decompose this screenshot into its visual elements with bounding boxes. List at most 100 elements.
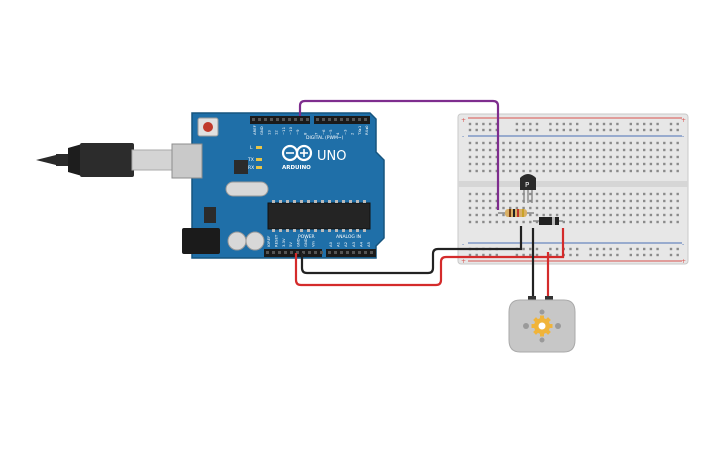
breadboard-hole (656, 253, 659, 257)
analog-pin-label: A5 (366, 241, 371, 247)
header-hole (334, 118, 337, 121)
breadboard-hole (663, 199, 666, 203)
breadboard-hole (576, 213, 579, 217)
breadboard-hole (622, 213, 626, 217)
breadboard-hole (535, 213, 539, 217)
breadboard-hole (656, 206, 659, 210)
breadboard-hole (468, 220, 472, 224)
breadboard-hole (482, 206, 485, 210)
breadboard-hole (589, 122, 592, 126)
breadboard-hole (535, 247, 539, 251)
breadboard-hole (495, 155, 498, 159)
mcu-pin (349, 229, 352, 232)
header-hole (346, 251, 349, 254)
header-hole (300, 118, 303, 121)
breadboard[interactable]: + + - - - - + + (457, 113, 689, 265)
wire-red-5v[interactable] (294, 228, 565, 287)
brand-label: ARDUINO (282, 165, 311, 171)
breadboard-hole (549, 155, 552, 159)
breadboard-hole (609, 213, 612, 217)
mcu-pin (342, 229, 345, 232)
breadboard-hole (616, 169, 619, 173)
mcu-pin (279, 229, 282, 232)
mcu-pin (335, 200, 338, 203)
breadboard-hole (629, 220, 632, 224)
breadboard-hole (649, 213, 653, 217)
breadboard-hole (488, 148, 492, 152)
header-hole (258, 118, 261, 121)
rail-minus-label: - (462, 241, 464, 248)
breadboard-hole (522, 162, 525, 166)
breadboard-hole (669, 169, 673, 173)
breadboard-hole (589, 213, 592, 217)
header-hole (320, 251, 323, 254)
diode-icon[interactable] (533, 217, 563, 225)
capacitor (245, 231, 265, 251)
breadboard-hole (616, 148, 619, 152)
breadboard-hole (535, 162, 539, 166)
analog-pin-label: A3 (351, 241, 356, 247)
breadboard-hole (542, 162, 545, 166)
breadboard-hole (542, 192, 545, 196)
header-hole (290, 251, 293, 254)
digital-label: DIGITAL (PWM~) (306, 135, 344, 141)
breadboard-hole (616, 128, 619, 132)
breadboard-hole (502, 192, 505, 196)
wire-purple-pin9[interactable] (298, 99, 500, 210)
dc-motor-icon[interactable] (508, 296, 576, 353)
breadboard-hole (502, 169, 505, 173)
breadboard-hole (535, 148, 539, 152)
breadboard-hole (549, 206, 552, 210)
wire-black-gnd[interactable] (300, 226, 523, 275)
breadboard-hole (616, 162, 619, 166)
breadboard-hole (509, 199, 512, 203)
breadboard-hole (582, 162, 586, 166)
mcu-pin (356, 200, 359, 203)
transistor-icon[interactable]: P (520, 174, 536, 203)
mcu-pin (307, 229, 310, 232)
l-led (256, 146, 262, 149)
breadboard-hole (643, 128, 646, 132)
breadboard-hole (482, 148, 485, 152)
breadboard-hole (636, 253, 639, 257)
breadboard-hole (569, 247, 572, 251)
breadboard-hole (482, 141, 485, 145)
breadboard-hole (468, 199, 472, 203)
breadboard-hole (663, 155, 666, 159)
breadboard-hole (656, 192, 659, 196)
reset-button-cap[interactable] (203, 122, 213, 132)
breadboard-hole (676, 247, 679, 251)
breadboard-hole (622, 148, 626, 152)
breadboard-hole (676, 155, 679, 159)
breadboard-hole (589, 141, 592, 145)
arduino-uno-board[interactable]: L TX RX UNO ARDUINO DIGITAL (PWM~) POWER… (171, 112, 385, 259)
breadboard-hole (616, 155, 619, 159)
breadboard-hole (502, 220, 505, 224)
breadboard-hole (495, 162, 498, 166)
breadboard-hole (602, 162, 606, 166)
header-hole (328, 251, 331, 254)
gear-tooth (533, 317, 539, 323)
breadboard-hole (522, 148, 525, 152)
breadboard-hole (475, 253, 478, 257)
breadboard-hole (596, 213, 599, 217)
rx-led (256, 166, 262, 169)
breadboard-hole (649, 155, 653, 159)
breadboard-hole (468, 155, 472, 159)
header-hole (264, 118, 267, 121)
header-hole (294, 118, 297, 121)
header-hole (272, 251, 275, 254)
usb-cable-icon[interactable] (36, 143, 193, 177)
header-hole (358, 251, 361, 254)
breadboard-hole (596, 122, 599, 126)
digital-pin-label: GND (259, 126, 264, 135)
resistor-icon[interactable] (498, 209, 534, 217)
rail-plus-label: + (681, 258, 686, 265)
gear-tooth (548, 324, 553, 328)
breadboard-hole (569, 141, 572, 145)
gear-tooth (533, 329, 539, 335)
breadboard-hole (515, 128, 519, 132)
mcu-pin (314, 200, 317, 203)
breadboard-hole (509, 155, 512, 159)
breadboard-hole (475, 192, 478, 196)
